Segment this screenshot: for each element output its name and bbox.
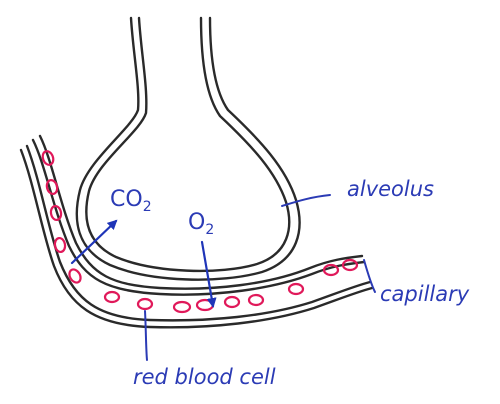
red-blood-cell (195, 298, 215, 312)
red-blood-cell (341, 258, 359, 272)
co2-label: CO2 (110, 187, 152, 215)
red-blood-cell (322, 263, 340, 277)
red-blood-cell-leader-line (144, 310, 148, 361)
capillary (19, 134, 374, 329)
red-blood-cell-label: red blood cell (133, 365, 276, 389)
red-blood-cell (45, 179, 59, 195)
red-blood-cell (247, 293, 265, 307)
red-blood-cell (103, 290, 121, 304)
red-blood-cell (172, 300, 192, 314)
red-blood-cells (41, 150, 359, 314)
red-blood-cell (287, 282, 305, 296)
capillary-leader-line (363, 259, 376, 293)
alveolus (75, 16, 301, 281)
red-blood-cell (53, 236, 67, 254)
capillary-label: capillary (380, 282, 470, 306)
o2-arrow (200, 240, 217, 308)
alveolus-outer-wall (75, 16, 301, 281)
red-blood-cell (49, 204, 63, 222)
alveolus-label: alveolus (347, 177, 434, 201)
capillary-lower-wall (25, 144, 372, 322)
red-blood-cell (68, 268, 82, 284)
red-blood-cell (223, 295, 241, 309)
capillary-upper-wall (38, 134, 364, 290)
capillary-upper-wall-inner (31, 138, 366, 296)
capillary-lower-wall-inner (19, 148, 374, 329)
alveolus-leader-line (281, 194, 331, 207)
co2-arrow (70, 219, 118, 265)
red-blood-cell (41, 150, 55, 166)
alveolus-inner-wall (85, 16, 291, 273)
o2-label: O2 (188, 210, 214, 238)
red-blood-cell (136, 297, 154, 311)
